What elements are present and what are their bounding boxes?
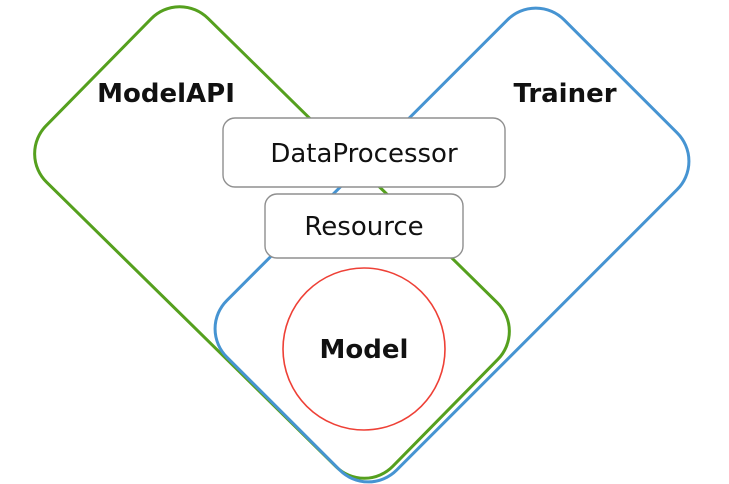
dataprocessor-node: DataProcessor [222, 117, 506, 188]
dataprocessor-label: DataProcessor [270, 139, 458, 169]
modelapi-label: ModelAPI [97, 79, 235, 109]
resource-box [264, 193, 464, 259]
trainer-label: Trainer [513, 79, 616, 109]
model-circle [282, 267, 446, 431]
model-label: Model [320, 335, 409, 365]
resource-node: Resource [264, 193, 464, 259]
model-node: Model [282, 267, 446, 431]
dataprocessor-box [222, 117, 506, 188]
resource-label: Resource [304, 212, 423, 242]
